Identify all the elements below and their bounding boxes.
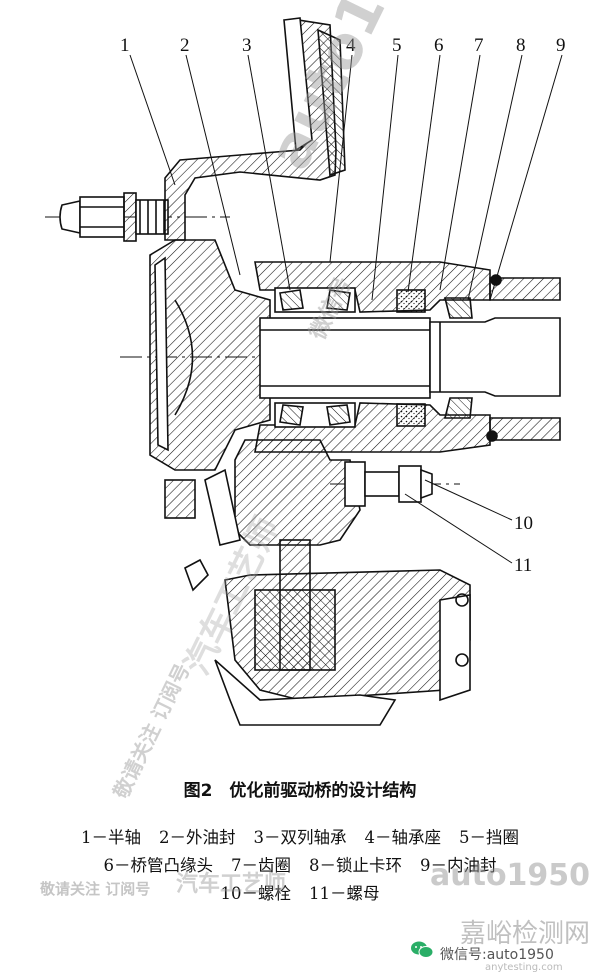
legend-item: 6－桥管凸缘头 <box>103 856 214 875</box>
source-badge <box>410 928 600 977</box>
gear-ring <box>234 439 361 546</box>
axle-tube <box>489 277 561 301</box>
inner-oil-seal-upper <box>443 297 473 319</box>
hub-body <box>149 239 271 471</box>
legend-item: 10－螺栓 <box>220 884 292 903</box>
inner-oil-seal-lower <box>443 397 473 419</box>
callout-6: 6 <box>434 35 444 56</box>
legend-item: 4－轴承座 <box>364 828 442 847</box>
callout-3: 3 <box>242 35 252 56</box>
lock-ring-lower <box>396 403 426 427</box>
bolt-nut <box>344 461 433 507</box>
legend-item: 3－双列轴承 <box>253 828 347 847</box>
callout-11: 11 <box>514 555 533 576</box>
double-row-bearing-lower <box>274 402 356 428</box>
legend-item: 9－内油封 <box>420 856 497 875</box>
leader-lines <box>129 54 563 564</box>
wechat-icon <box>411 941 434 958</box>
legend-row-2: 6－桥管凸缘头 7－齿圈 8－锁止卡环 9－内油封 <box>0 852 600 876</box>
legend-row-3: 10－螺栓 11－螺母 <box>0 880 600 904</box>
legend-item: 7－齿圈 <box>231 856 291 875</box>
figure-caption: 图2 优化前驱动桥的设计结构 <box>183 781 417 801</box>
badge-wechat-id: 微信号:auto1950 <box>440 947 554 963</box>
lock-ring-upper <box>396 289 426 313</box>
callout-9: 9 <box>556 35 566 56</box>
legend-item: 5－挡圈 <box>459 828 519 847</box>
callout-8: 8 <box>516 35 526 56</box>
legend-item: 11－螺母 <box>309 884 380 903</box>
badge-site-name: 嘉峪检测网 <box>460 919 591 949</box>
legend-item: 8－锁止卡环 <box>309 856 402 875</box>
callout-10: 10 <box>514 513 533 534</box>
double-row-bearing-upper <box>274 287 356 313</box>
wheel-nut-lower <box>164 479 209 592</box>
badge-url: anytesting.com <box>485 962 563 973</box>
legend-item: 1－半轴 <box>81 828 141 847</box>
callout-7: 7 <box>474 35 484 56</box>
callout-5: 5 <box>392 35 402 56</box>
callout-4: 4 <box>346 35 356 56</box>
legend-item: 2－外油封 <box>159 828 236 847</box>
wheel-nut-top <box>59 192 169 242</box>
callout-2: 2 <box>180 35 190 56</box>
legend-row-1: 1－半轴 2－外油封 3－双列轴承 4－轴承座 5－挡圈 <box>0 824 600 848</box>
callout-1: 1 <box>120 35 130 56</box>
cross-section-drawing <box>45 17 563 726</box>
